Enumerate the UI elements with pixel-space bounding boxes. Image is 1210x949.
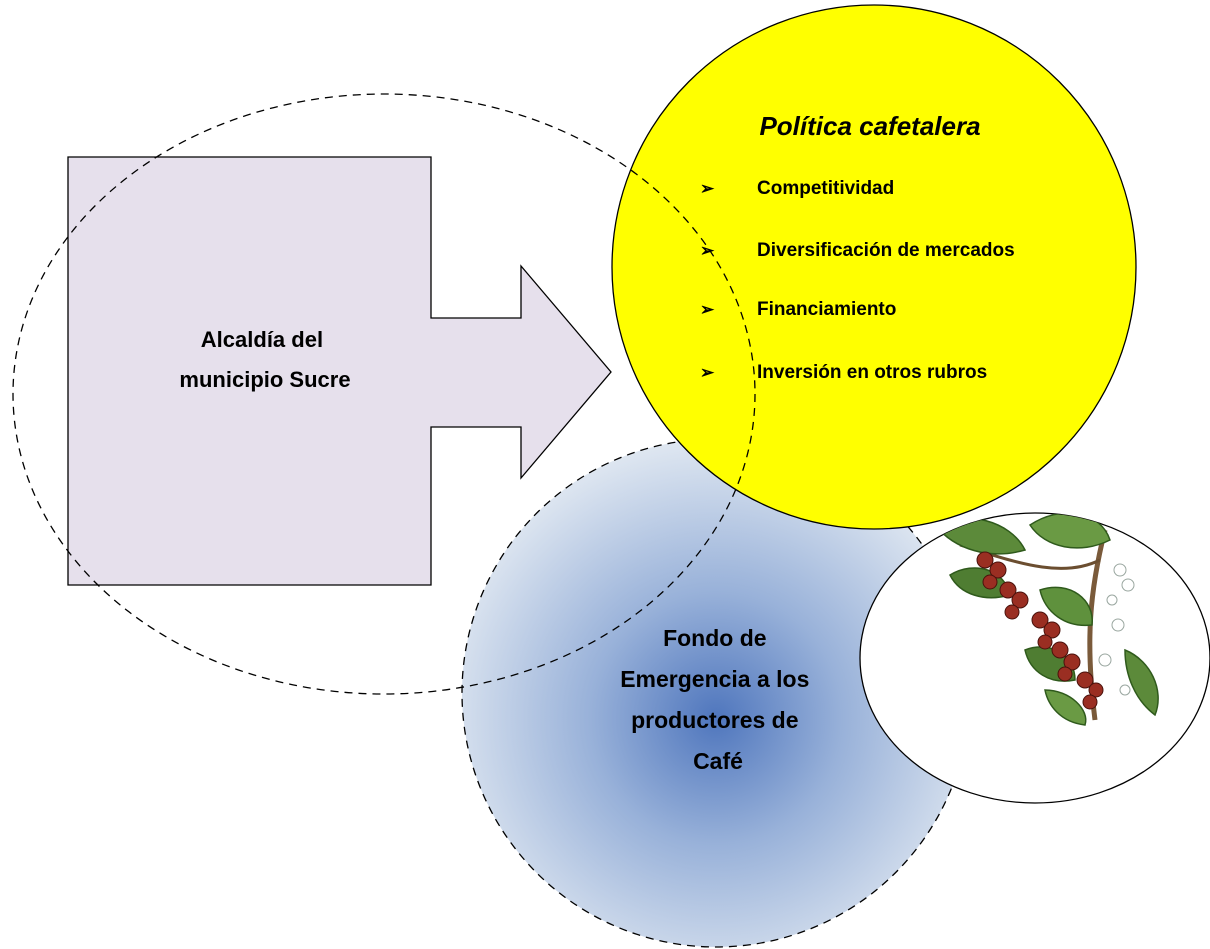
policy-list-item: ➢ Competitividad	[700, 178, 894, 199]
policy-list-item: ➢ Financiamiento	[700, 299, 896, 320]
policy-title: Política cafetalera	[759, 111, 980, 141]
fund-label-line-1: Fondo de	[663, 625, 766, 651]
policy-list-item: ➢ Diversificación de mercados	[700, 240, 1015, 261]
coffee-image-circle	[859, 512, 1210, 804]
alcaldia-label-line-1: Alcaldía del	[201, 327, 323, 352]
policy-item-label: Financiamiento	[757, 299, 896, 320]
fund-label-line-3: productores de	[631, 707, 798, 733]
alcaldia-arrow-shape	[67, 156, 612, 586]
policy-list: ➢ Competitividad ➢ Diversificación de me…	[700, 178, 1015, 383]
policy-item-label: Diversificación de mercados	[757, 240, 1015, 261]
coffee-branch-icon	[933, 513, 1159, 726]
bullet-arrow-icon: ➢	[700, 179, 715, 198]
bullet-arrow-icon: ➢	[700, 363, 715, 382]
policy-item-label: Competitividad	[757, 178, 894, 199]
fund-label: Fondo de Emergencia a los productores de…	[620, 625, 816, 774]
bullet-arrow-icon: ➢	[700, 300, 715, 319]
alcaldia-label-line-2: municipio Sucre	[179, 367, 350, 392]
policy-item-label: Inversión en otros rubros	[757, 362, 987, 383]
policy-circle	[611, 4, 1137, 530]
fund-label-line-4: Café	[693, 748, 743, 774]
alcaldia-label: Alcaldía del municipio Sucre	[179, 327, 350, 392]
policy-list-item: ➢ Inversión en otros rubros	[700, 362, 987, 383]
alcaldia-scope-ellipse	[12, 93, 756, 695]
fund-label-line-2: Emergencia a los	[620, 666, 809, 692]
bullet-arrow-icon: ➢	[700, 241, 715, 260]
